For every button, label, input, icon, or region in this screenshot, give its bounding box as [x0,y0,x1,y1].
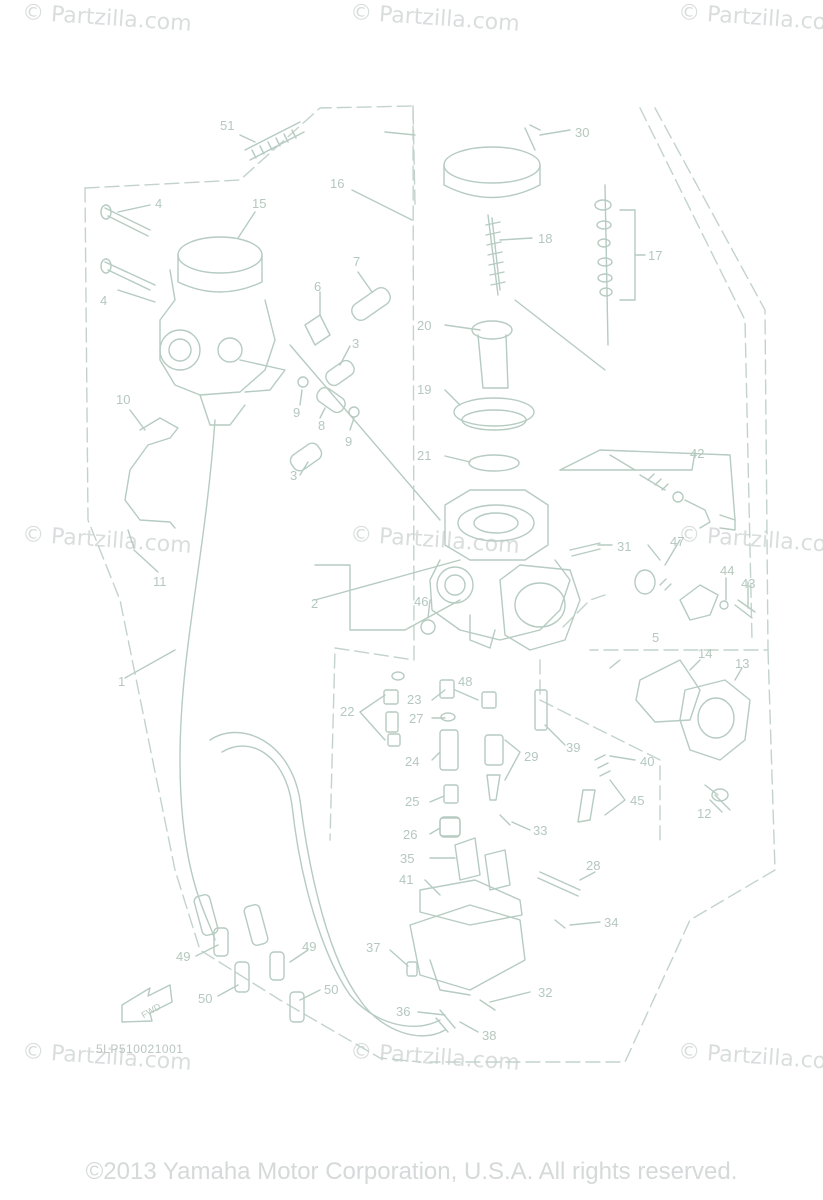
callout-3: 3 [352,336,359,351]
callout-29: 29 [524,749,538,764]
callout-33: 33 [533,823,547,838]
callout-14: 14 [698,646,712,661]
callout-19: 19 [417,382,431,397]
callout-46: 46 [414,594,428,609]
callout-22: 22 [340,704,354,719]
callout-18: 18 [538,231,552,246]
callout-38: 38 [482,1028,496,1043]
callout-23: 23 [407,692,421,707]
fwd-arrow-icon [121,984,173,1023]
cover-13-14 [635,659,751,813]
callout-16: 16 [330,176,344,191]
callout-49b: 49 [302,939,316,954]
jets [383,671,611,837]
callout-21: 21 [417,448,431,463]
callout-11: 11 [153,574,167,589]
callout-6: 6 [314,279,321,294]
callout-15: 15 [252,196,266,211]
callout-12: 12 [697,806,711,821]
callout-13: 13 [735,656,749,671]
group-boundaries [84,105,776,1063]
callout-42: 42 [690,446,704,461]
carburetor-body [429,489,581,651]
callout-41: 41 [399,872,413,887]
float-bowl [406,837,581,1033]
callout-28: 28 [586,858,600,873]
callout-36: 36 [396,1004,410,1019]
copyright-footer: ©2013 Yamaha Motor Corporation, U.S.A. A… [85,1158,738,1185]
callout-26: 26 [403,827,417,842]
callout-24: 24 [405,754,419,769]
callout-48: 48 [458,674,472,689]
callout-9: 9 [293,405,300,420]
callout-27: 27 [409,711,423,726]
pump-assembly [559,449,736,531]
leader-lines [117,129,749,1033]
bolt-4 [100,204,156,291]
pump-cover [634,569,756,621]
callout-50b: 50 [324,982,338,997]
cable-1 [179,419,216,941]
callout-5: 5 [652,630,659,645]
callout-17: 17 [648,248,662,263]
callout-2: 2 [311,596,318,611]
callout-32: 32 [538,985,552,1000]
callout-37: 37 [366,940,380,955]
callout-20: 20 [417,318,431,333]
callout-4: 4 [155,196,162,211]
top-cover [443,124,541,472]
throttle-housing [159,236,286,426]
callout-4b: 4 [100,293,107,308]
jet-needle-17 [514,184,636,371]
cap-26 [439,816,461,838]
hose-assembly [193,731,446,1037]
plug-46 [420,619,436,635]
bracket-10 [124,417,179,529]
callout-7: 7 [353,254,360,269]
diagram-code: 5LP510021001 [96,1042,184,1056]
callout-25: 25 [405,794,419,809]
callout-40: 40 [640,754,654,769]
callout-39: 39 [566,740,580,755]
callout-34: 34 [604,915,618,930]
callout-47: 47 [670,534,684,549]
callout-35: 35 [400,851,414,866]
callout-50: 50 [198,991,212,1006]
callout-1: 1 [118,674,125,689]
callout-30: 30 [575,125,589,140]
callout-51: 51 [220,118,234,133]
callout-8: 8 [318,418,325,433]
callout-labels: 1 2 3 3 4 4 5 6 7 8 9 9 10 11 12 13 14 1… [100,118,755,1043]
callout-3b: 3 [290,468,297,483]
small-parts-left [289,287,391,472]
screw-31 [569,542,601,557]
screw-11 [127,529,135,549]
callout-31: 31 [617,539,631,554]
callout-10: 10 [116,392,130,407]
callout-44: 44 [720,563,734,578]
callout-45: 45 [630,793,644,808]
callout-43: 43 [741,576,755,591]
callout-49: 49 [176,949,190,964]
callout-9b: 9 [345,434,352,449]
